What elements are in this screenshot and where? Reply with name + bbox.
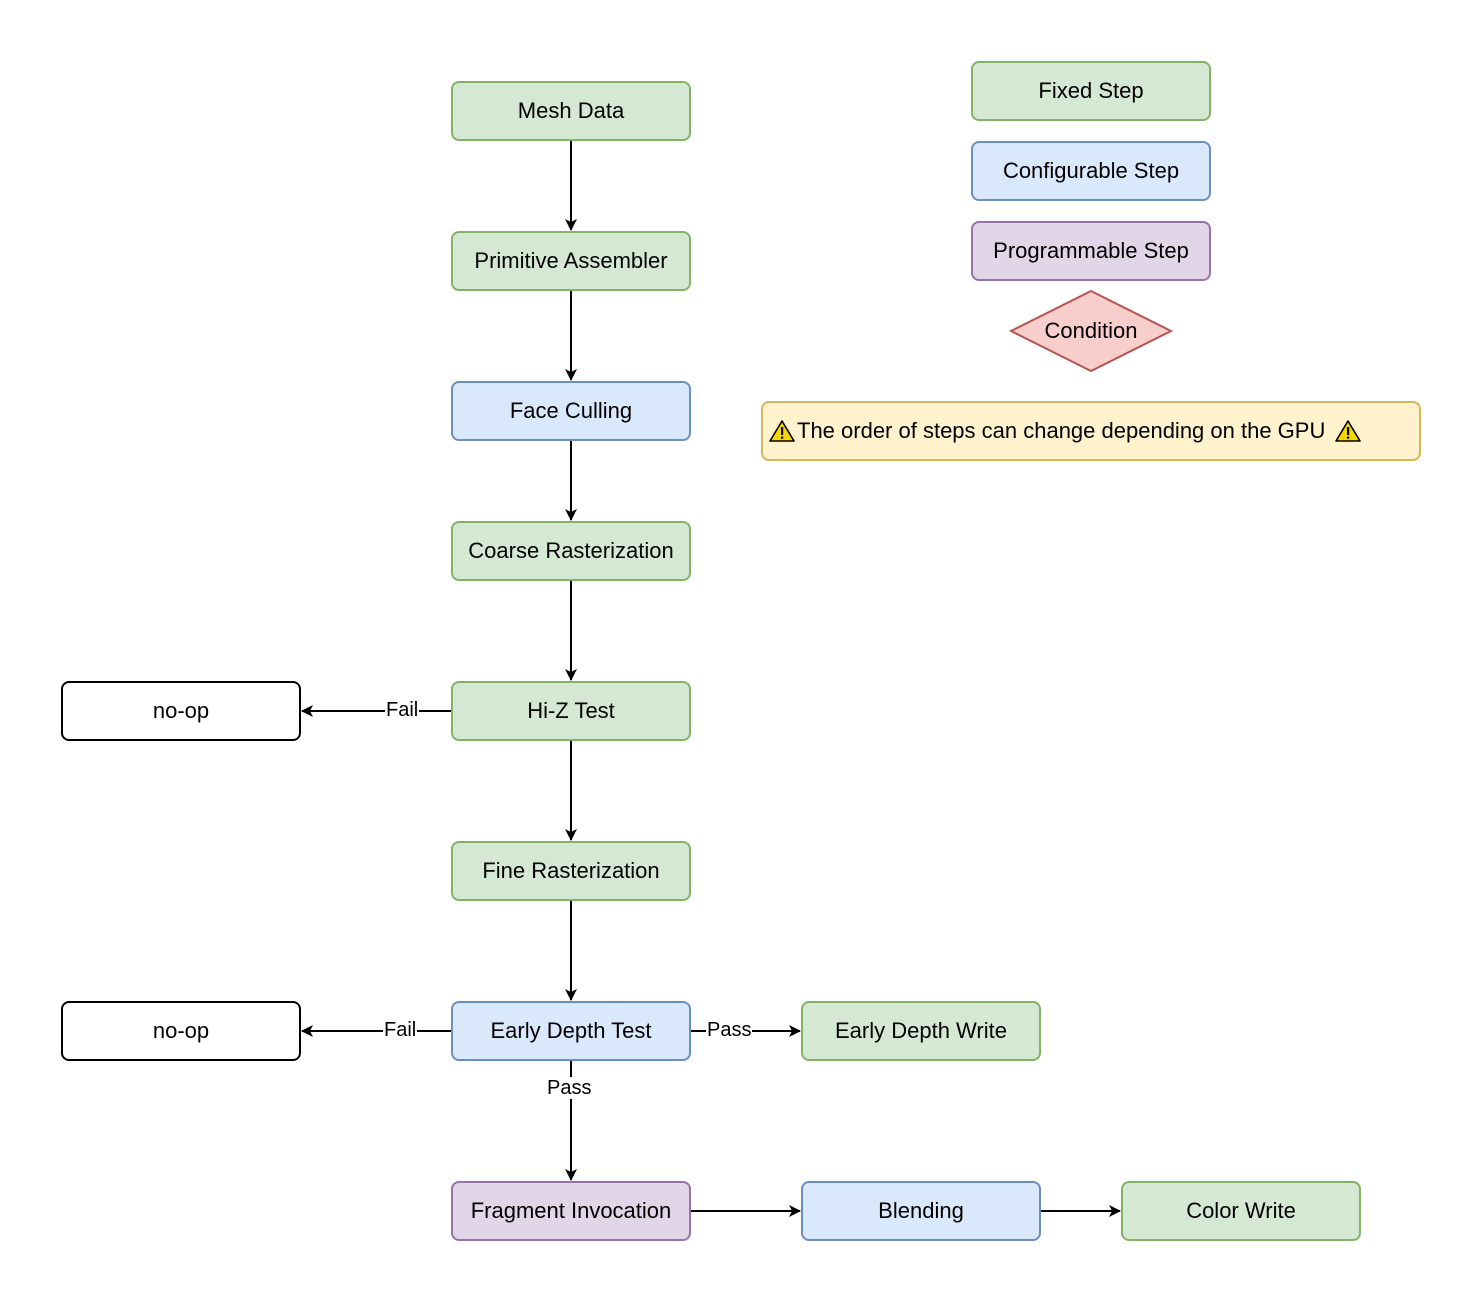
node-early-depth-write: Early Depth Write <box>801 1001 1041 1061</box>
legend-condition-shape <box>1008 289 1174 373</box>
node-primitive-assembler: Primitive Assembler <box>451 231 691 291</box>
edge-label-edt-pass-right: Pass <box>706 1019 753 1041</box>
gpu-order-note-text: The order of steps can change depending … <box>797 418 1326 443</box>
node-fragment-invocation: Fragment Invocation <box>451 1181 691 1241</box>
node-noop-depth: no-op <box>61 1001 301 1061</box>
node-hiz-test: Hi-Z Test <box>451 681 691 741</box>
legend-programmable-step: Programmable Step <box>971 221 1211 281</box>
node-noop-hiz: no-op <box>61 681 301 741</box>
legend-condition-label: Condition <box>1044 318 1138 343</box>
warning-icon <box>1335 419 1363 443</box>
node-color-write: Color Write <box>1121 1181 1361 1241</box>
warning-icon <box>769 419 797 443</box>
edge-label-hiz-fail: Fail <box>385 699 420 721</box>
node-mesh-data: Mesh Data <box>451 81 691 141</box>
gpu-order-note: The order of steps can change depending … <box>761 401 1421 461</box>
node-early-depth-test: Early Depth Test <box>451 1001 691 1061</box>
legend-configurable-step: Configurable Step <box>971 141 1211 201</box>
edge-label-edt-fail: Fail <box>383 1019 418 1041</box>
node-fine-rasterization: Fine Rasterization <box>451 841 691 901</box>
edge-label-edt-pass-down: Pass <box>546 1077 593 1099</box>
legend-fixed-step: Fixed Step <box>971 61 1211 121</box>
node-face-culling: Face Culling <box>451 381 691 441</box>
node-coarse-rasterization: Coarse Rasterization <box>451 521 691 581</box>
node-blending: Blending <box>801 1181 1041 1241</box>
